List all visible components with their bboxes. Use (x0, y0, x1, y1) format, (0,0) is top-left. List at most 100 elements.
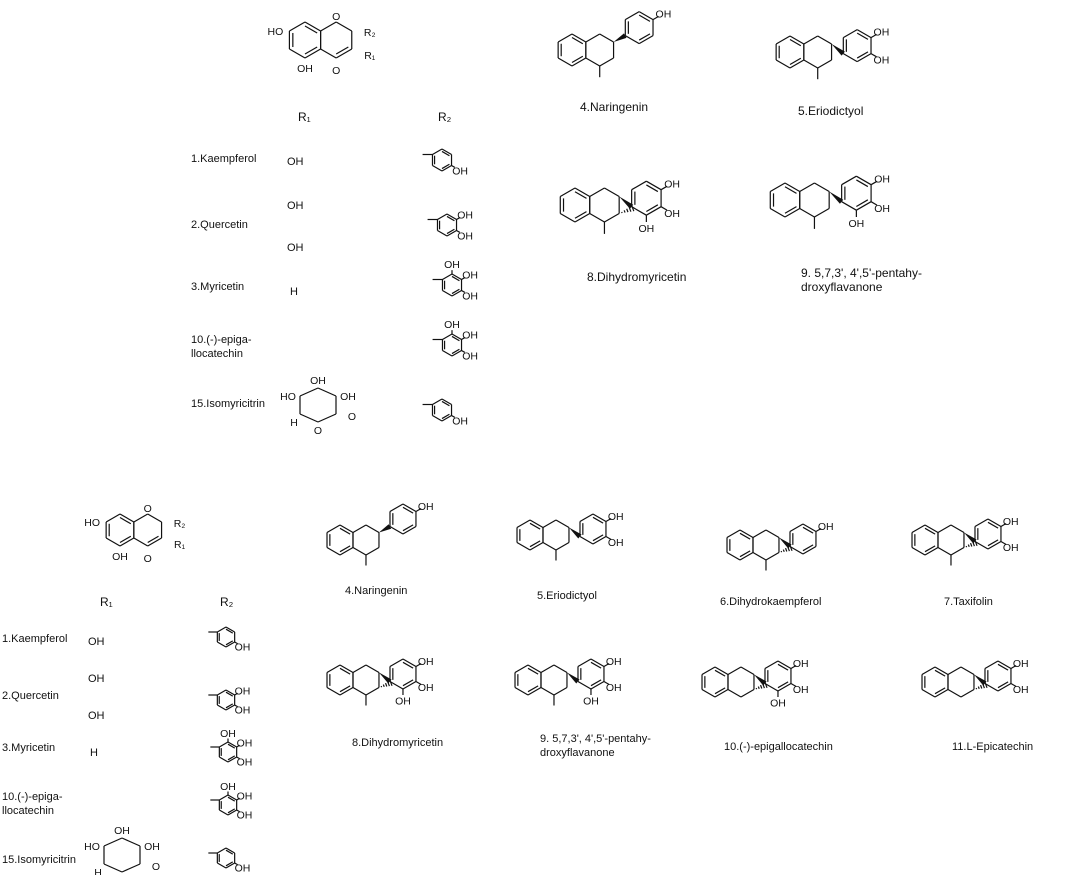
bottom-row-quercetin-r1b: OH (88, 710, 105, 722)
bottom-naringenin-label: 4.Naringenin (345, 585, 408, 597)
svg-text:R₁: R₁ (174, 539, 186, 551)
bottom-naringenin-structure: OH (326, 501, 434, 566)
svg-text:OH: OH (462, 330, 478, 342)
top-row-quercetin-label: 2.Quercetin (191, 219, 248, 231)
top-row-myricetin-label: 3.Myricetin (191, 281, 245, 293)
svg-text:O: O (144, 503, 152, 515)
svg-text:O: O (144, 553, 152, 565)
bottom-dihydrokaempferol-label: 6.Dihydrokaempferol (720, 596, 822, 608)
top-row-quercetin-r1b: OH (287, 242, 304, 254)
svg-text:R₁: R₁ (364, 50, 376, 62)
svg-text:HO: HO (280, 391, 296, 403)
svg-text:OH: OH (220, 781, 236, 793)
bottom-row-myricetin-r1: H (90, 747, 98, 759)
top-row-myricetin-r1: H (290, 286, 298, 298)
svg-text:OH: OH (462, 350, 478, 362)
svg-text:OH: OH (606, 656, 622, 668)
svg-text:OH: OH (112, 551, 128, 563)
svg-text:OH: OH (1013, 658, 1029, 670)
top-row-kaempferol-r1: OH (287, 156, 304, 168)
svg-text:OH: OH (452, 415, 468, 427)
bottom-header-r2: R₂ (220, 595, 234, 609)
bottom-row-kaempferol-r1: OH (88, 636, 105, 648)
bottom-row-epigallocatechin-label: 10.(-)-epiga-llocatechin (2, 791, 63, 817)
svg-text:OH: OH (418, 682, 434, 694)
svg-text:OH: OH (818, 521, 834, 533)
svg-text:OH: OH (874, 173, 890, 185)
svg-text:OH: OH (444, 259, 460, 271)
svg-text:OH: OH (608, 537, 624, 549)
bottom-dihydromyricetin-label: 8.Dihydromyricetin (352, 737, 444, 749)
svg-text:OH: OH (656, 9, 672, 21)
svg-text:HO: HO (84, 841, 100, 853)
svg-text:OH: OH (114, 825, 130, 837)
svg-text:OH: OH (462, 290, 478, 302)
svg-text:OH: OH (583, 695, 599, 707)
svg-text:OH: OH (237, 738, 253, 750)
svg-text:OH: OH (395, 695, 411, 707)
bottom-taxifolin-structure: OH OH (911, 516, 1019, 566)
svg-text:H: H (94, 867, 102, 875)
svg-text:OH: OH (418, 501, 434, 513)
svg-text:OH: OH (237, 791, 253, 803)
svg-text:O: O (348, 411, 356, 423)
svg-text:OH: OH (144, 841, 160, 853)
bottom-r2-isomyricitrin: OH (208, 847, 251, 875)
svg-text:OH: OH (770, 697, 786, 709)
svg-text:OH: OH (297, 63, 313, 75)
svg-text:OH: OH (235, 642, 251, 654)
top-eriodictyol-structure: OH OH (775, 27, 890, 80)
top-header-r2: R₂ (438, 110, 452, 124)
svg-text:OH: OH (664, 208, 680, 220)
bottom-epicatechin-structure: OH OH (921, 658, 1029, 698)
top-row-quercetin-r1: OH (287, 200, 304, 212)
svg-text:OH: OH (418, 656, 434, 668)
svg-text:OH: OH (1003, 542, 1019, 554)
svg-text:H: H (290, 417, 298, 429)
top-row-epigallocatechin-label: 10.(-)-epiga-llocatechin (191, 334, 252, 360)
top-row-kaempferol-label: 1.Kaempferol (191, 153, 257, 165)
svg-text:O: O (332, 11, 340, 23)
svg-text:OH: OH (235, 863, 251, 875)
bottom-epicatechin-label: 11.L-Epicatechin (952, 741, 1034, 753)
bottom-pentahydroxyflavanone-label: 9. 5,7,3', 4',5'-pentahy-droxyflavanone (540, 733, 651, 759)
bottom-r2-kaempferol: OH (208, 626, 251, 654)
svg-text:O: O (332, 65, 340, 77)
svg-text:O: O (152, 861, 160, 873)
svg-text:OH: OH (237, 810, 253, 822)
top-dihydromyricetin-label: 8.Dihydromyricetin (587, 270, 687, 284)
bottom-eriodictyol-structure: OH OH (516, 511, 624, 561)
bottom-header-r1: R₁ (100, 595, 113, 609)
svg-text:OH: OH (1013, 684, 1029, 696)
svg-text:OH: OH (452, 165, 468, 177)
svg-text:OH: OH (664, 178, 680, 190)
svg-text:OH: OH (793, 684, 809, 696)
svg-text:HO: HO (268, 26, 284, 38)
svg-text:OH: OH (340, 391, 356, 403)
bottom-row-myricetin-label: 3.Myricetin (2, 742, 56, 754)
svg-text:OH: OH (457, 230, 473, 242)
bottom-row-kaempferol-label: 1.Kaempferol (2, 633, 68, 645)
top-header-r1: R₁ (298, 110, 311, 124)
svg-text:OH: OH (874, 203, 890, 215)
svg-text:OH: OH (874, 27, 890, 39)
bottom-epigallocatechin-label: 10.(-)-epigallocatechin (724, 741, 833, 753)
svg-text:OH: OH (608, 511, 624, 523)
bottom-row-quercetin-r1: OH (88, 673, 105, 685)
svg-text:OH: OH (462, 270, 478, 282)
svg-text:HO: HO (84, 517, 100, 529)
svg-text:OH: OH (235, 705, 251, 717)
svg-text:OH: OH (1003, 516, 1019, 528)
bottom-taxifolin-label: 7.Taxifolin (944, 596, 993, 608)
svg-text:OH: OH (874, 55, 890, 67)
svg-text:OH: OH (444, 319, 460, 331)
bottom-row-isomyricitrin-label: 15.Isomyricitrin (2, 854, 76, 866)
